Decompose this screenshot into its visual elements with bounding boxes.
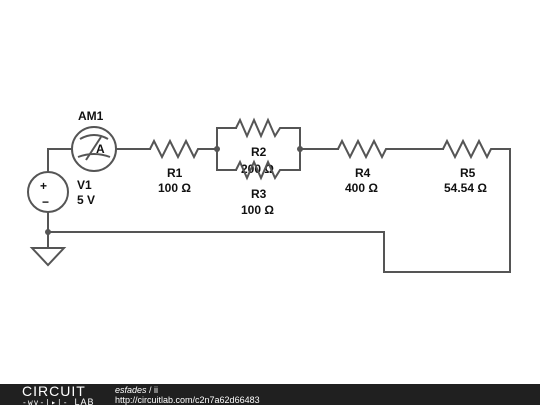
junction-dot-right bbox=[297, 146, 303, 152]
source-label: V1 bbox=[77, 178, 92, 192]
circuit-url-link[interactable]: http://circuitlab.com/c2n7a62d66483 bbox=[115, 395, 260, 405]
r5-value: 54.54 Ω bbox=[444, 181, 487, 195]
ammeter-label: AM1 bbox=[78, 109, 104, 123]
ammeter-am1[interactable]: A bbox=[71, 126, 117, 172]
source-plus-sign: + bbox=[40, 179, 47, 193]
footer-bar: CIRCUIT -wv-|▸|- LAB esfades / ii http://… bbox=[0, 383, 540, 407]
source-minus-sign: − bbox=[42, 195, 49, 209]
wire-top-left bbox=[47, 148, 73, 173]
resistor-r2[interactable] bbox=[235, 117, 282, 139]
circuit-meta: esfades / ii http://circuitlab.com/c2n7a… bbox=[115, 385, 260, 405]
r1-value: 100 Ω bbox=[158, 181, 191, 195]
r2-label: R2 bbox=[251, 145, 267, 159]
ammeter-base-arc bbox=[77, 153, 111, 158]
ammeter-needle bbox=[85, 136, 102, 161]
junction-dot-left bbox=[214, 146, 220, 152]
resistor-glyph-icon: -wv-|▸|- bbox=[22, 398, 69, 407]
circuit-title: ii bbox=[154, 385, 159, 395]
resistor-r3[interactable] bbox=[235, 159, 282, 181]
author-name[interactable]: esfades bbox=[115, 385, 147, 395]
r4-value: 400 Ω bbox=[345, 181, 378, 195]
r3-value: 100 Ω bbox=[241, 203, 274, 217]
source-value: 5 V bbox=[77, 193, 95, 207]
ground-symbol bbox=[29, 247, 67, 267]
r3-label: R3 bbox=[251, 187, 267, 201]
wire-r5-right bbox=[47, 148, 511, 273]
r4-label: R4 bbox=[355, 166, 371, 180]
ammeter-body bbox=[71, 126, 117, 172]
circuit-schematic: A AM1 + − V1 5 V R1 100 Ω R2 200 Ω R3 10… bbox=[27, 109, 511, 273]
voltage-source-v1[interactable]: + − bbox=[27, 171, 69, 213]
junction-dot-ground bbox=[45, 229, 51, 235]
resistor-r4[interactable] bbox=[337, 138, 388, 160]
resistor-r1[interactable] bbox=[149, 138, 200, 160]
source-body bbox=[27, 171, 69, 213]
author-title-line: esfades / ii bbox=[115, 385, 260, 395]
logo-text-lab: LAB bbox=[74, 397, 95, 407]
logo-lab-row: -wv-|▸|- LAB bbox=[22, 398, 95, 407]
ammeter-arc bbox=[79, 134, 109, 140]
r1-label: R1 bbox=[167, 166, 183, 180]
title-separator: / bbox=[146, 385, 155, 395]
resistor-r5[interactable] bbox=[442, 138, 493, 160]
ammeter-symbol: A bbox=[96, 142, 105, 156]
circuitlab-logo[interactable]: CIRCUIT -wv-|▸|- LAB bbox=[22, 383, 95, 407]
r5-label: R5 bbox=[460, 166, 476, 180]
logo-text-circuit: CIRCUIT bbox=[22, 383, 86, 399]
